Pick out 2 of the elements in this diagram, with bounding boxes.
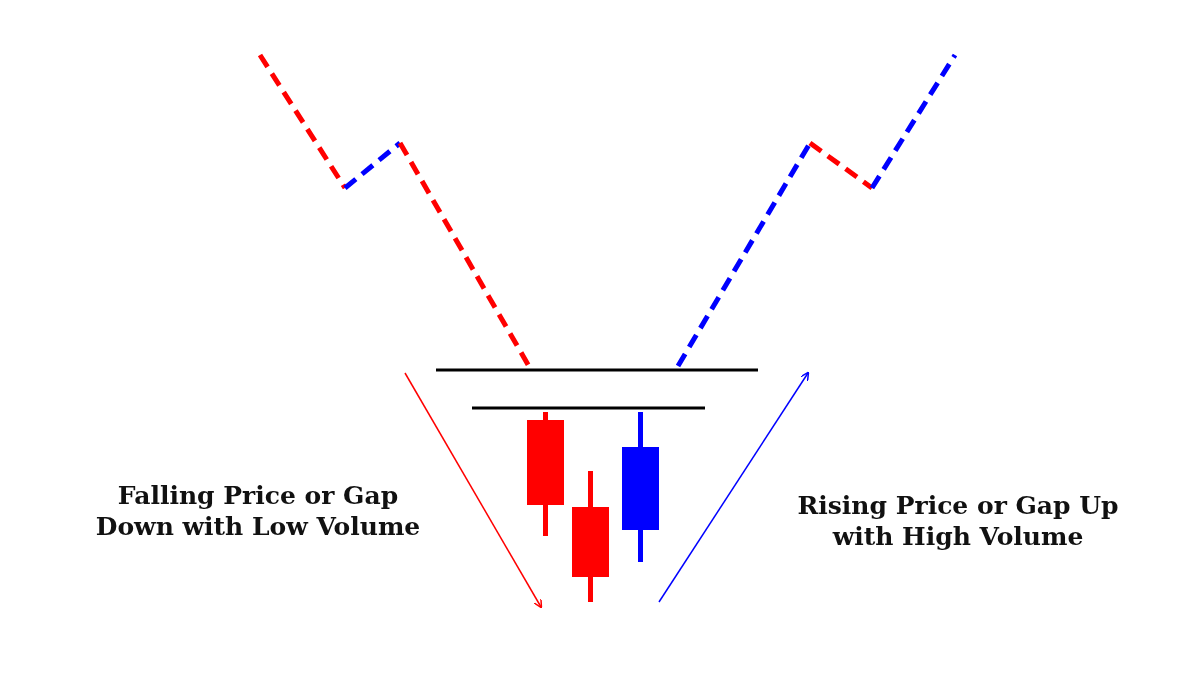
caption-text: Falling Price or Gap Down with Low Volume xyxy=(94,480,422,542)
caption-text: Rising Price or Gap Up with High Volume xyxy=(796,490,1120,552)
